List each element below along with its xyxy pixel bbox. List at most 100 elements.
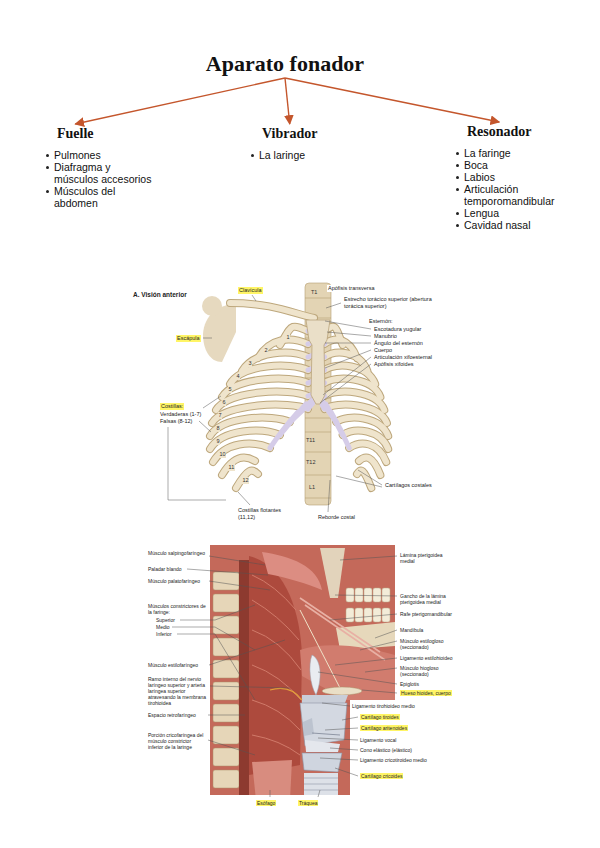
list-item: Pulmones <box>45 149 155 161</box>
part-label: Apófisis xifoides <box>373 361 414 368</box>
part-label: Cuerpo <box>373 347 393 354</box>
part-label: Cono elástico (elástico) <box>360 747 412 753</box>
callout-number: 3 <box>248 360 252 367</box>
heading-row: Fuelle <box>45 124 155 143</box>
list-item-text: Músculos del abdomen <box>54 185 115 209</box>
part-label: Superior <box>156 617 175 623</box>
callout-number: 8 <box>216 425 220 432</box>
part-label: Músculo salpingofaríngeo <box>148 550 206 556</box>
callout-number: 7 <box>218 412 222 419</box>
callout-number: 1 <box>286 334 290 341</box>
esophagus <box>252 760 292 800</box>
epiglottis <box>310 655 320 695</box>
part-label: Ligamento estilohioideo <box>400 655 453 661</box>
part-label: Lámina pterigoidea medial <box>400 552 455 564</box>
list-item-text: Diafragma y músculos accesorios <box>54 161 151 185</box>
part-label: Estrecho torácico superior (abertura tor… <box>343 296 445 309</box>
list-item: La faringe <box>455 147 565 159</box>
category-node: ResonadorLa faringeBocaLabiosArticulació… <box>455 122 565 231</box>
bullet-dot <box>46 190 49 193</box>
list-item: Lengua <box>455 207 565 219</box>
list-item: Músculos del abdomen <box>45 185 155 209</box>
thyroid-cartilage <box>300 703 347 746</box>
category-node: VibradorLa laringe <box>250 124 370 161</box>
thyrohyoid-membrane <box>302 695 348 703</box>
part-label: Manubrio <box>373 333 398 340</box>
clavicle <box>230 303 314 318</box>
part-label: Verdaderas (1-7) <box>160 411 201 418</box>
part-label: Apófisis transversa <box>327 285 375 292</box>
highlighted-label: Cartílago cricoides <box>360 773 403 779</box>
part-label: Porción cricofaríngea del músculo constr… <box>148 732 206 750</box>
list-item-text: Lengua <box>464 207 499 219</box>
bullet-dot <box>251 154 254 157</box>
part-label: Falsas (8-12) <box>160 418 192 425</box>
part-label: Inferior <box>156 631 172 637</box>
list-item-text: Articulación temporomandibular <box>464 183 554 207</box>
clavicle <box>230 303 314 318</box>
list-item: Diafragma y músculos accesorios <box>45 161 155 185</box>
part-label: Músculos constrictores de la faringe: <box>148 603 206 615</box>
soft-palate <box>262 552 322 590</box>
part-label: Costillas flotantes (11,12) <box>238 507 283 520</box>
vertebra-label: T12 <box>306 459 315 466</box>
part-label: Ligamento tirohioideo medio <box>352 703 415 709</box>
bullet-dot <box>456 212 459 215</box>
bullet-dot <box>456 176 459 179</box>
teeth <box>346 588 390 622</box>
part-label: Reborde costal <box>318 514 355 521</box>
part-label: Epiglotis <box>400 681 419 687</box>
category-node: FuellePulmonesDiafragma y músculos acces… <box>45 124 155 209</box>
constrictor-muscles <box>249 556 302 775</box>
cervical-vertebrae <box>213 572 239 788</box>
part-label: Músculo estilofaríngeo <box>148 662 206 668</box>
category-heading: Resonador <box>467 124 532 139</box>
costal-cartilages <box>270 329 349 448</box>
part-label: Paladar blando <box>148 566 182 572</box>
list-item: Cavidad nasal <box>455 219 565 231</box>
part-label: Ramo interno del nervio laríngeo superio… <box>148 676 208 706</box>
bullet-dot <box>456 152 459 155</box>
part-label: Músculo estilogloso (seccionado) <box>400 638 455 650</box>
title-node: Aparato fonador <box>170 50 400 78</box>
trachea <box>304 773 338 800</box>
tracheal-rings <box>304 778 338 790</box>
callout-number: 2 <box>264 347 268 354</box>
humeral-head <box>202 296 222 316</box>
list-item: Boca <box>455 159 565 171</box>
retropharyngeal-space <box>239 560 249 800</box>
conus-elasticus <box>305 740 340 752</box>
part-label: Músculo palatofaríngeo <box>148 578 206 584</box>
muscle-fibers <box>252 575 301 755</box>
part-label: Ángulo del esternón <box>373 340 424 347</box>
leader-lines <box>168 295 382 512</box>
bullet-dot <box>456 164 459 167</box>
part-label: Esternón: <box>368 318 394 325</box>
arrow-connector <box>285 78 290 124</box>
bullet-dot <box>46 166 49 169</box>
part-label: Ligamento vocal <box>360 737 396 743</box>
callout-number: 5 <box>228 386 232 393</box>
part-label: Gancho de la lámina pterigoidea medial <box>400 593 455 605</box>
vertebra-label: T11 <box>306 437 315 444</box>
callout-number: 6 <box>222 399 226 406</box>
highlighted-label: Costillas: <box>160 403 184 410</box>
sternum <box>306 320 330 404</box>
bullet-dot <box>456 224 459 227</box>
list-item-text: Boca <box>464 159 488 171</box>
list-item: La laringe <box>250 149 370 161</box>
highlighted-label: Clavícula <box>238 287 263 294</box>
part-label: Medio <box>156 624 170 630</box>
ribs <box>210 327 388 488</box>
cricoid-cartilage <box>302 753 342 772</box>
callout-number: 9 <box>216 438 220 445</box>
pterygoid-plate <box>320 548 345 598</box>
highlighted-label: Esófago <box>256 800 276 806</box>
vertebra-label: T1 <box>311 289 317 296</box>
list-item-text: La laringe <box>259 149 305 161</box>
list-item: Articulación temporomandibular <box>455 183 565 207</box>
list-item-text: Pulmones <box>54 149 101 161</box>
part-label: Escotadura yugular <box>373 326 422 333</box>
callout-number: 10 <box>219 451 226 458</box>
title-row: Aparato fonador <box>170 50 400 78</box>
